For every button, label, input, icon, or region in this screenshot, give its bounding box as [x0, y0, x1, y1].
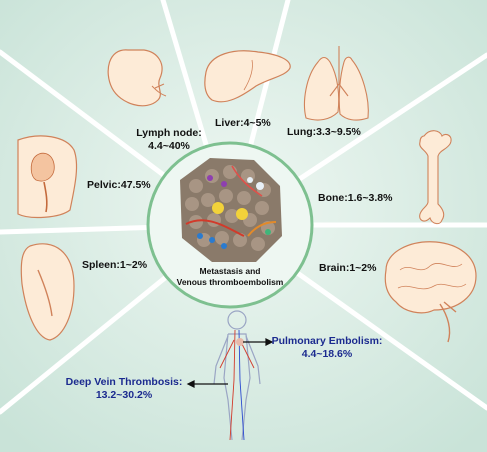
center-caption-line-1: Metastasis and	[199, 266, 261, 276]
brain-icon	[384, 241, 477, 343]
center-caption: Metastasis and Venous thromboembolism	[170, 266, 290, 288]
pe-arrow	[243, 338, 274, 346]
lymph-node-label-name: Lymph node:	[136, 127, 202, 139]
pulmonary-embolism-name: Pulmonary Embolism:	[271, 335, 383, 347]
lymph-node-label-value: 4.4~40%	[148, 140, 190, 152]
spleen-vessel	[37, 269, 53, 317]
lung-highlight	[236, 338, 244, 346]
spleen-label: Spleen:1~2%	[82, 259, 148, 271]
tumor-cluster	[180, 158, 282, 262]
bone-icon	[419, 130, 452, 225]
center-caption-line-2: Venous thromboembolism	[176, 277, 284, 287]
liver-lobe-line	[243, 59, 253, 91]
vessel-lines	[219, 329, 255, 441]
deep-vein-thrombosis-name: Deep Vein Thrombosis:	[65, 376, 183, 388]
pelvic-icon	[17, 135, 78, 219]
pulmonary-embolism-value: 4.4~18.6%	[301, 348, 353, 360]
brain-label: Brain:1~2%	[319, 262, 377, 274]
liver-label: Liver:4~5%	[215, 117, 271, 129]
spleen-icon	[20, 243, 75, 341]
pulmonary-embolism-label: Pulmonary Embolism: 4.4~18.6%	[268, 335, 386, 361]
deep-vein-thrombosis-label: Deep Vein Thrombosis: 13.2~30.2%	[62, 376, 186, 402]
lung-label: Lung:3.3~9.5%	[287, 126, 361, 138]
pelvic-label: Pelvic:47.5%	[87, 179, 151, 191]
lymph-node-label: Lymph node: 4.4~40%	[128, 127, 210, 153]
lymph-node-icon	[107, 49, 163, 107]
deep-vein-thrombosis-value: 13.2~30.2%	[95, 389, 153, 401]
dvt-arrow	[186, 380, 228, 388]
lymph-vessel-icon	[151, 83, 167, 97]
bone-label: Bone:1.6~3.8%	[318, 192, 393, 204]
liver-icon	[204, 50, 291, 103]
lung-icon	[303, 46, 369, 121]
